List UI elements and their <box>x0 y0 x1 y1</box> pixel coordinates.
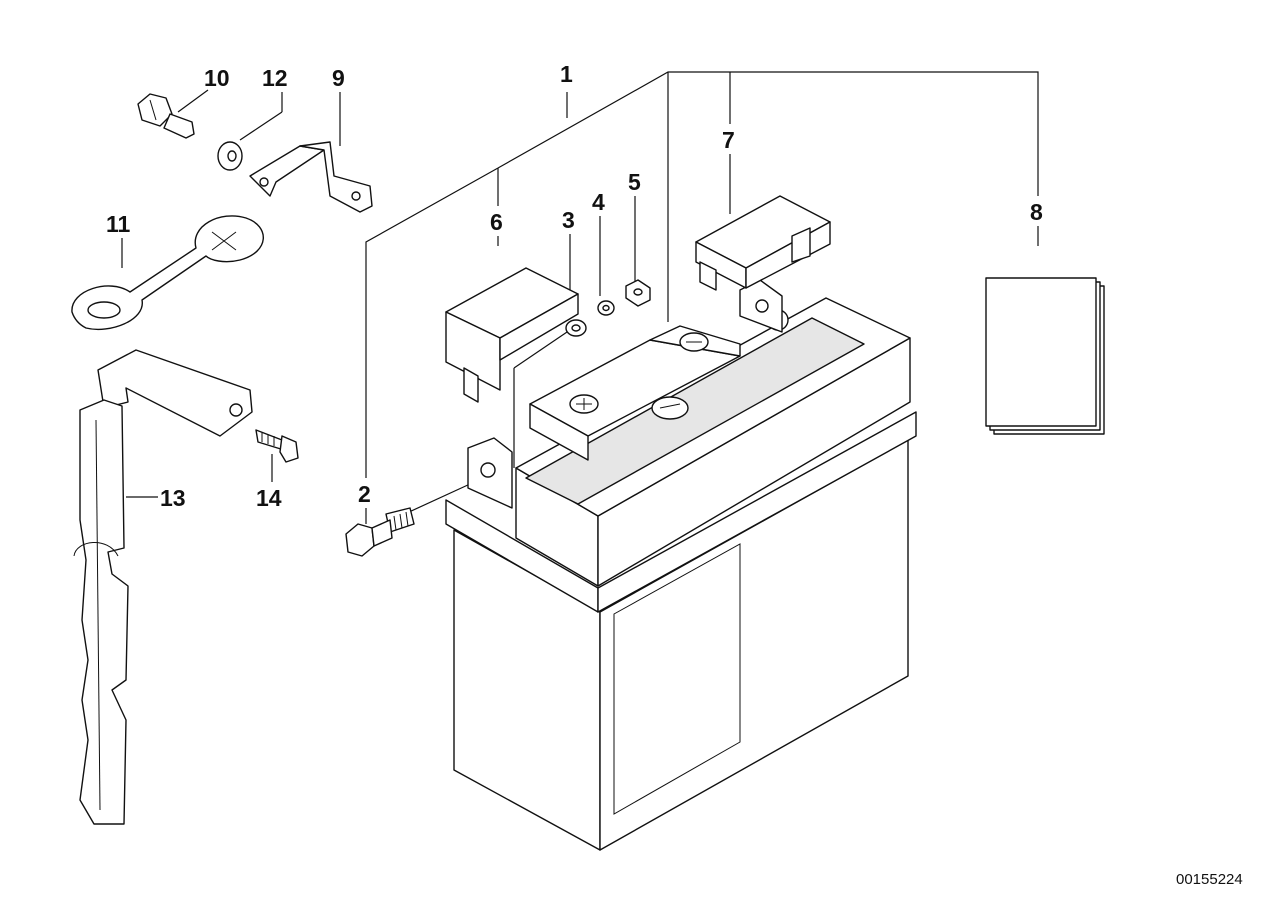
callout-4: 4 <box>592 189 605 215</box>
terminal-cover-6 <box>445 267 579 403</box>
screw-14 <box>255 429 299 463</box>
bracket-9 <box>249 141 373 213</box>
terminal-cover-7 <box>695 195 831 291</box>
callout-12: 12 <box>262 65 288 91</box>
booklet-8 <box>985 277 1105 435</box>
callout-2: 2 <box>358 481 371 507</box>
callout-3: 3 <box>562 207 575 233</box>
strap-13 <box>73 349 253 825</box>
small-hardware <box>565 279 651 337</box>
callout-14: 14 <box>256 485 282 511</box>
callout-7: 7 <box>722 127 735 153</box>
tool-11 <box>71 215 264 331</box>
callout-10: 10 <box>204 65 230 91</box>
callout-6: 6 <box>490 209 503 235</box>
callout-11: 11 <box>106 211 131 237</box>
callout-8: 8 <box>1030 199 1043 225</box>
callout-9: 9 <box>332 65 345 91</box>
bolt-2 <box>345 507 415 557</box>
callout-5: 5 <box>628 169 641 195</box>
leader-lines <box>121 71 1039 524</box>
battery-body <box>445 279 917 851</box>
callout-13: 13 <box>160 485 186 511</box>
callout-labels: 1 2 3 4 5 6 7 8 9 10 11 12 13 14 <box>106 61 1043 511</box>
washer-12 <box>217 141 243 171</box>
callout-1: 1 <box>560 61 573 87</box>
screw-10 <box>137 93 195 139</box>
diagram-reference-number: 00155224 <box>1176 871 1243 888</box>
